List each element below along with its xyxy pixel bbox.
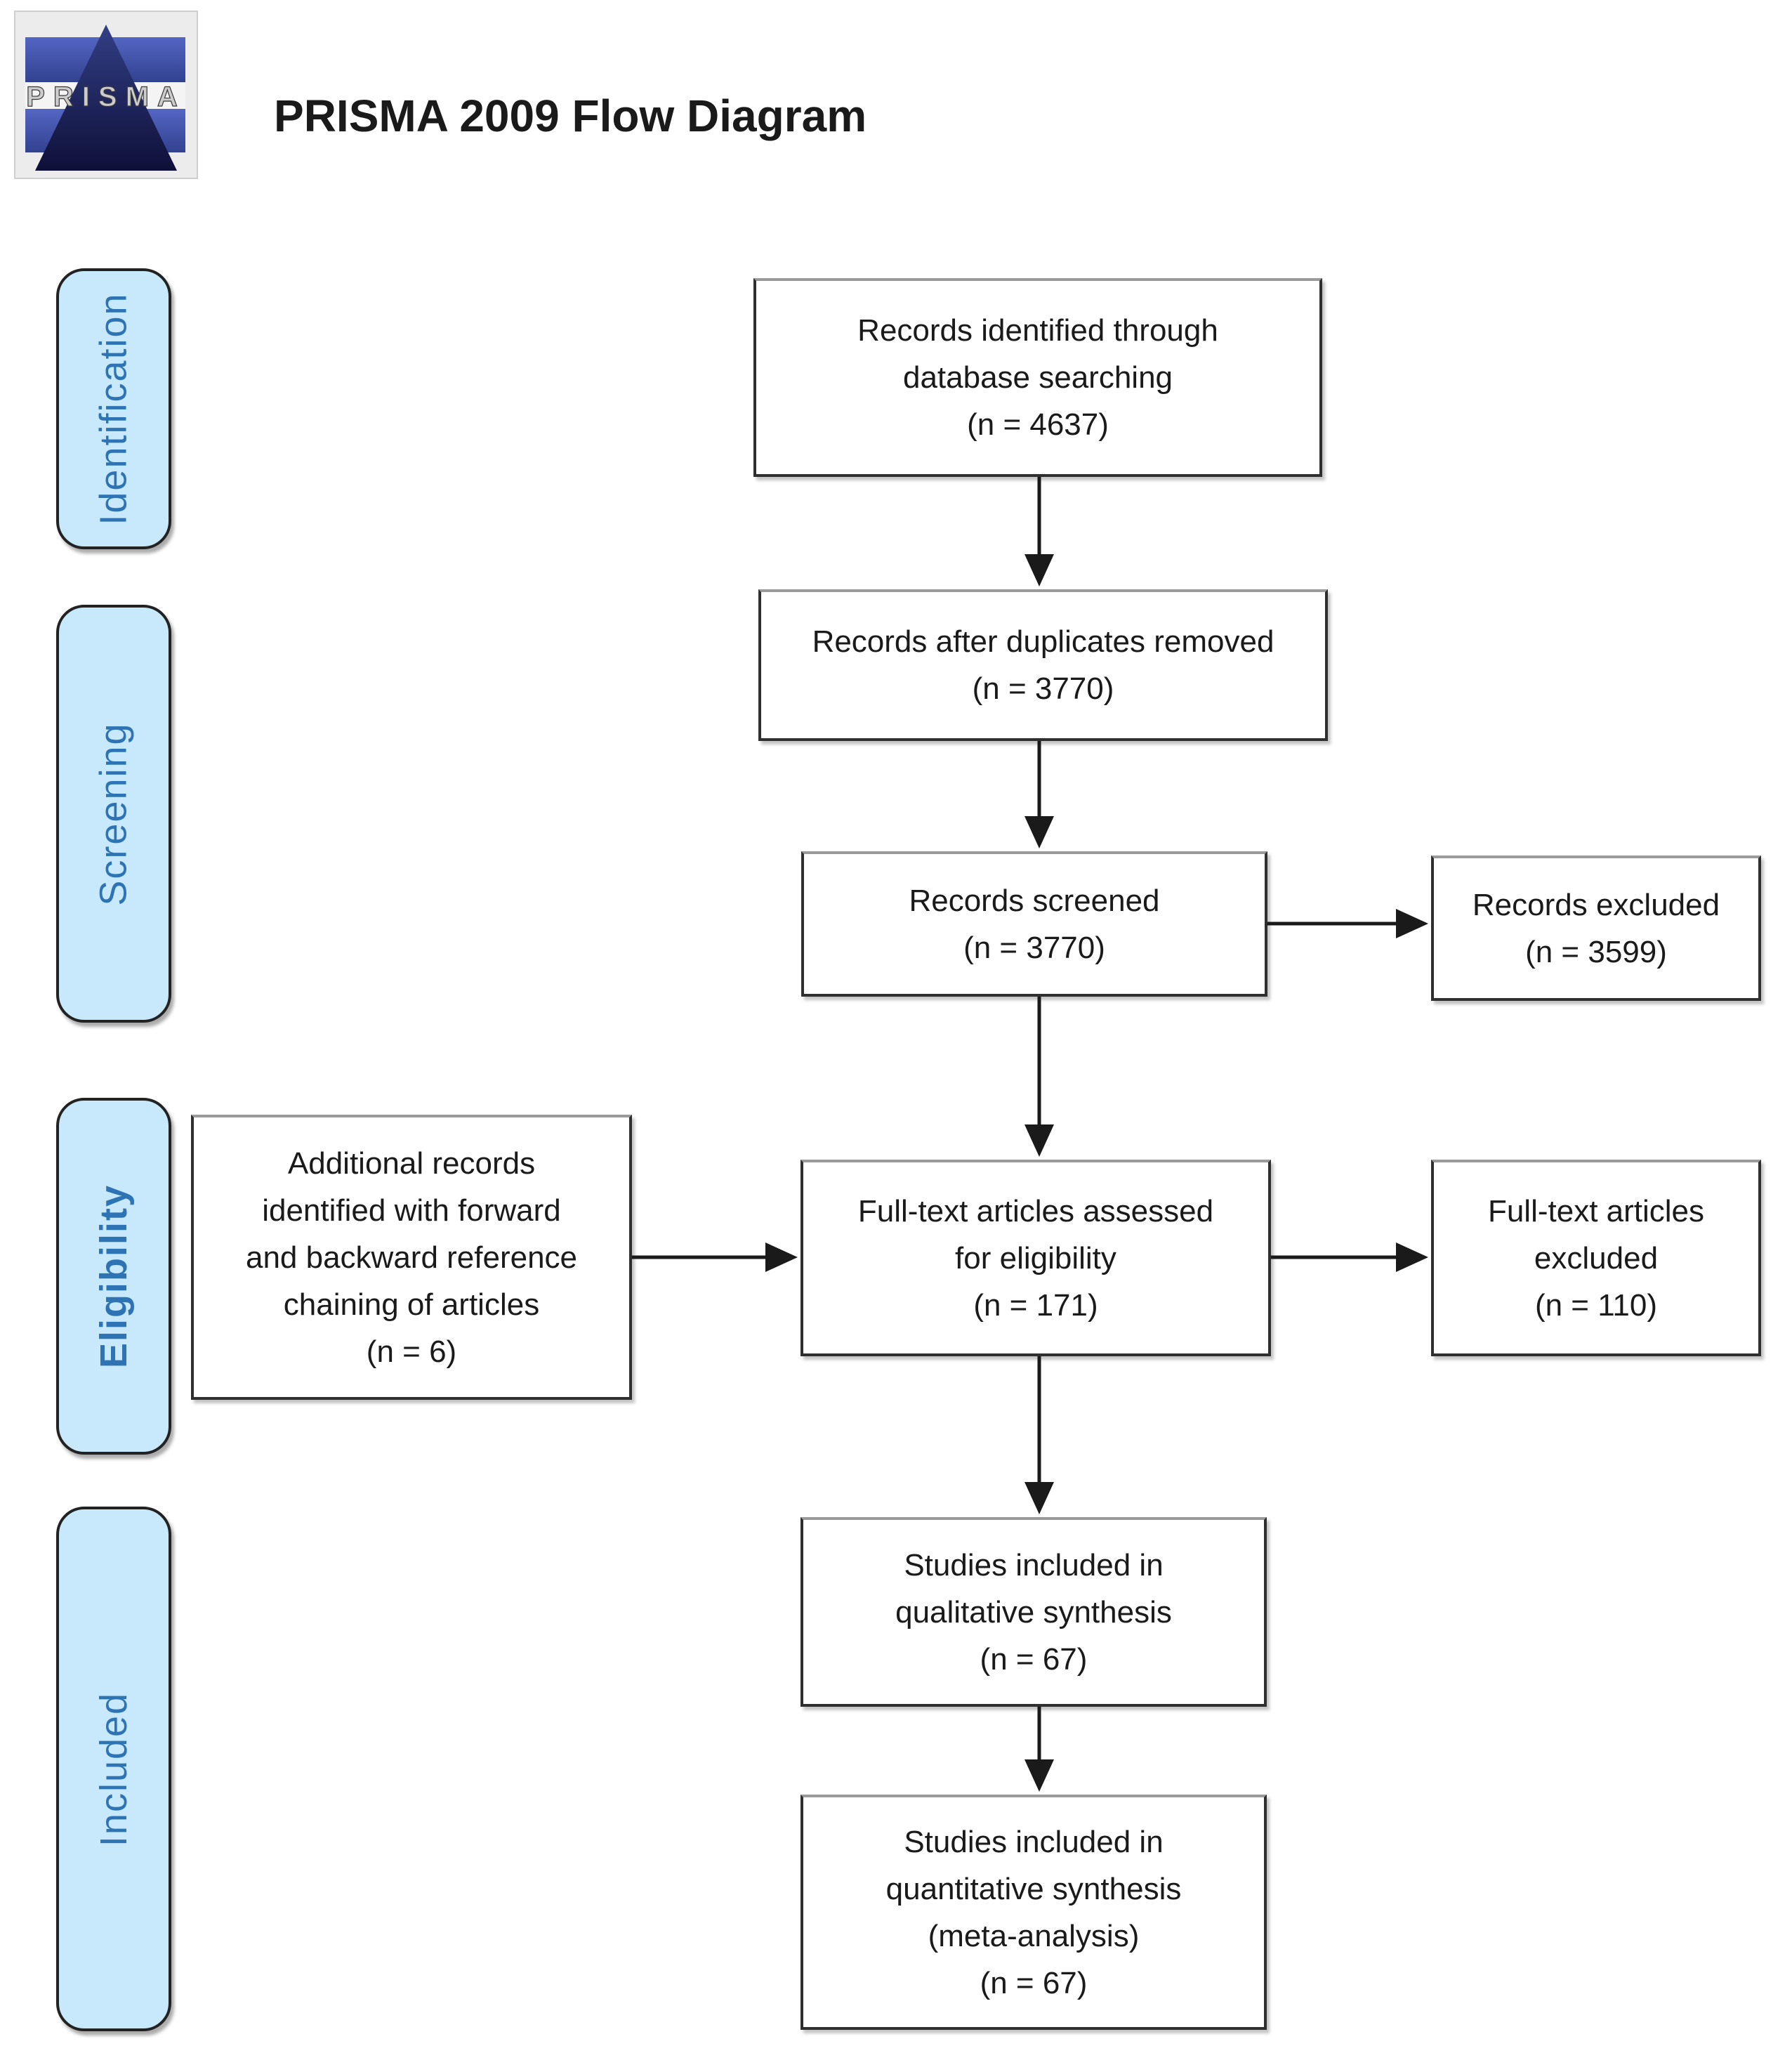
box-records-after-duplicates: Records after duplicates removed (n = 37… xyxy=(758,589,1328,741)
arrow-identified-to-duplicates xyxy=(1025,477,1054,586)
arrowhead-down-icon xyxy=(1025,554,1054,586)
stage-screening-label: Screening xyxy=(93,721,136,906)
box-quantitative-synthesis-text: Studies included in quantitative synthes… xyxy=(885,1824,1182,2000)
arrow-duplicates-to-screened xyxy=(1025,741,1054,848)
prisma-logo: PRISMA xyxy=(14,11,198,179)
arrowhead-right-icon xyxy=(1396,1242,1428,1272)
stage-identification: Identification xyxy=(56,268,171,549)
box-fulltext-excluded: Full-text articles excluded (n = 110) xyxy=(1431,1160,1761,1356)
arrowhead-down-icon xyxy=(1025,816,1054,848)
arrowhead-down-icon xyxy=(1025,1124,1054,1157)
box-records-identified-text: Records identified through database sear… xyxy=(857,313,1218,442)
box-quantitative-synthesis: Studies included in quantitative synthes… xyxy=(801,1795,1267,2030)
stage-eligibility-label: Eligibility xyxy=(93,1183,135,1369)
box-records-identified: Records identified through database sear… xyxy=(753,278,1322,477)
box-fulltext-excluded-text: Full-text articles excluded (n = 110) xyxy=(1487,1193,1705,1323)
arrow-assessed-to-fulltext-excluded xyxy=(1271,1242,1428,1272)
stage-eligibility: Eligibility xyxy=(56,1098,171,1455)
arrow-screened-to-excluded xyxy=(1267,909,1428,938)
arrow-assessed-to-qualitative xyxy=(1025,1356,1054,1514)
arrow-qualitative-to-quantitative xyxy=(1025,1707,1054,1792)
stage-identification-label: Identification xyxy=(93,292,136,525)
box-records-excluded-text: Records excluded (n = 3599) xyxy=(1472,887,1720,969)
box-records-screened-text: Records screened (n = 3770) xyxy=(909,883,1160,965)
box-fulltext-assessed: Full-text articles assessed for eligibil… xyxy=(801,1160,1271,1356)
box-records-screened: Records screened (n = 3770) xyxy=(801,851,1267,997)
box-qualitative-synthesis: Studies included in qualitative synthesi… xyxy=(801,1517,1267,1707)
arrowhead-right-icon xyxy=(1396,909,1428,938)
logo-prism-triangle-icon xyxy=(35,25,177,171)
box-additional-records: Additional records identified with forwa… xyxy=(191,1115,632,1400)
arrow-additional-to-assessed xyxy=(632,1242,798,1272)
stage-included: Included xyxy=(56,1507,171,2031)
stage-screening: Screening xyxy=(56,605,171,1023)
stage-included-label: Included xyxy=(93,1691,136,1847)
box-fulltext-assessed-text: Full-text articles assessed for eligibil… xyxy=(857,1193,1214,1323)
arrowhead-down-icon xyxy=(1025,1759,1054,1792)
arrow-screened-to-assessed xyxy=(1025,997,1054,1157)
arrowhead-down-icon xyxy=(1025,1482,1054,1514)
arrowhead-right-icon xyxy=(765,1242,798,1272)
box-records-after-duplicates-text: Records after duplicates removed (n = 37… xyxy=(812,624,1274,706)
box-qualitative-synthesis-text: Studies included in qualitative synthesi… xyxy=(895,1547,1172,1677)
logo-wordmark: PRISMA xyxy=(26,81,186,112)
page-title: PRISMA 2009 Flow Diagram xyxy=(274,91,867,141)
box-records-excluded: Records excluded (n = 3599) xyxy=(1431,855,1761,1001)
box-additional-records-text: Additional records identified with forwa… xyxy=(245,1146,578,1369)
